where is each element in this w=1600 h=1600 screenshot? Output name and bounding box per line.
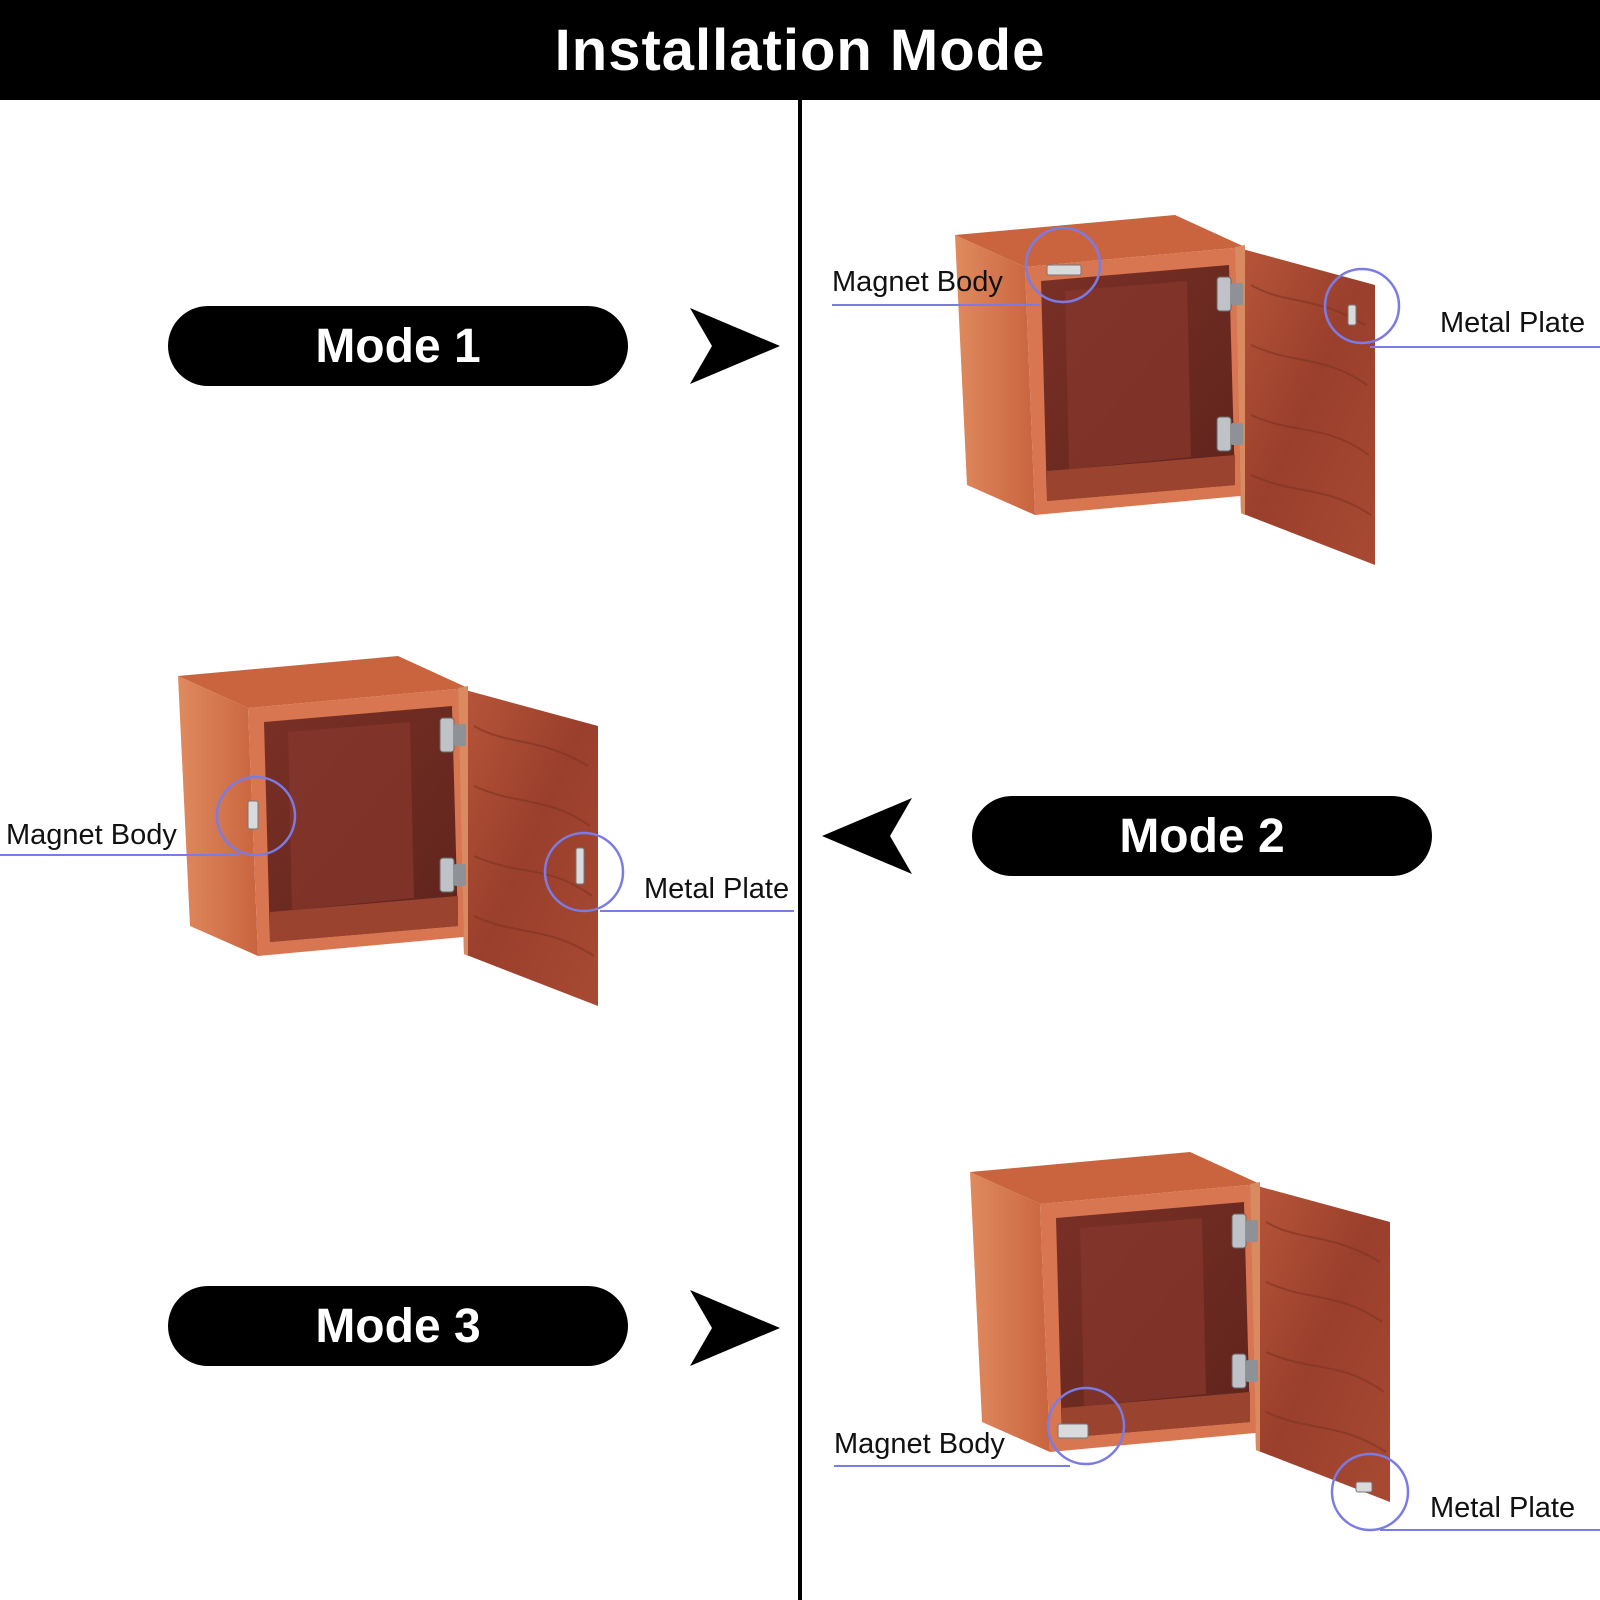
magnet-body-label: Magnet Body (832, 266, 1003, 298)
arrow-right-icon (690, 1290, 780, 1366)
center-divider (798, 100, 802, 1600)
metal-plate-label: Metal Plate (1430, 1492, 1576, 1524)
magnet-body-label: Magnet Body (6, 819, 177, 851)
mode-2-badge: Mode 2 (972, 796, 1432, 876)
mode-3-label: Mode 3 (315, 1299, 481, 1353)
cabinet-mode-1-image (955, 214, 1376, 566)
cabinet-mode-3-image (970, 1151, 1391, 1503)
magnet-body-label: Magnet Body (834, 1428, 1005, 1460)
magnet-body-part (247, 800, 259, 830)
mode-3-badge: Mode 3 (168, 1286, 628, 1366)
metal-plate-label: Metal Plate (644, 873, 790, 905)
arrow-left-icon (822, 798, 912, 874)
header-bar: Installation Mode (0, 0, 1600, 100)
metal-plate-label: Metal Plate (1440, 307, 1586, 339)
cabinet-mode-2-image (178, 655, 599, 1007)
magnet-body-part (1046, 264, 1082, 276)
mode-1-label: Mode 1 (315, 319, 481, 373)
metal-plate-part (1347, 304, 1357, 326)
magnet-body-part (1057, 1423, 1089, 1439)
metal-plate-part (1355, 1481, 1373, 1493)
page-title: Installation Mode (554, 17, 1046, 83)
mode-2-label: Mode 2 (1119, 809, 1285, 863)
mode-1-badge: Mode 1 (168, 306, 628, 386)
metal-plate-part (575, 847, 585, 885)
arrow-right-icon (690, 308, 780, 384)
